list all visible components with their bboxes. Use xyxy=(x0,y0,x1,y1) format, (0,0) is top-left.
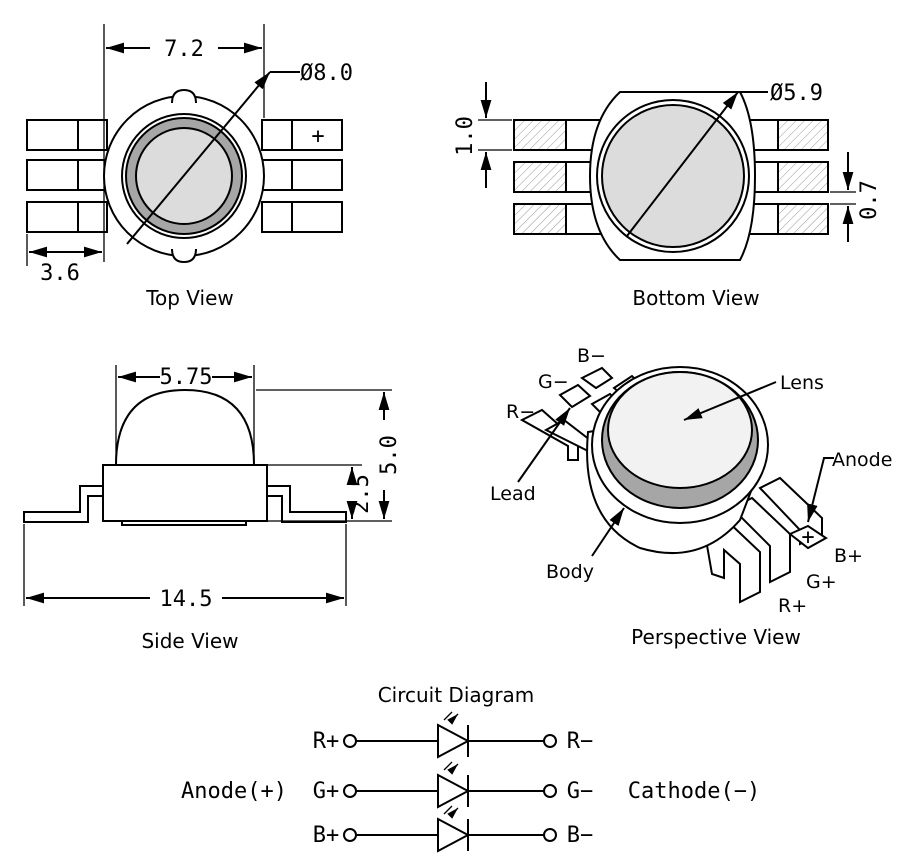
side-view: 5.75 5.0 2.5 14.5 Side View xyxy=(23,365,402,653)
bottom-view-dim-pad-height: 1.0 xyxy=(453,116,478,156)
top-view-leads-left xyxy=(26,119,108,233)
label-body: Body xyxy=(546,561,594,583)
label-g-plus: G+ xyxy=(806,571,837,593)
bottom-view: Ø5.9 1.0 0.7 Bottom View xyxy=(453,81,882,310)
label-lens: Lens xyxy=(780,372,824,394)
circuit-row-g-left: G+ xyxy=(313,779,340,804)
top-view-notch-top xyxy=(171,88,197,104)
bottom-view-dim-diameter: Ø5.9 xyxy=(770,81,823,106)
perspective-lens xyxy=(607,371,753,489)
bottom-view-caption: Bottom View xyxy=(632,286,759,310)
top-view-notch-bottom xyxy=(171,248,197,264)
led-diode-icon xyxy=(437,773,471,809)
side-view-dim-length: 14.5 xyxy=(160,587,213,612)
circuit-row-g: G+ G− xyxy=(313,762,594,809)
label-b-plus: B+ xyxy=(834,545,863,567)
side-view-dim-total-height: 5.0 xyxy=(377,435,402,475)
label-anode: Anode xyxy=(832,449,892,471)
svg-text:+: + xyxy=(801,525,814,550)
circuit-anode-label: Anode(+) xyxy=(181,779,287,804)
top-view-dim-width: 7.2 xyxy=(164,37,204,62)
side-view-dim-body-height: 2.5 xyxy=(349,474,374,514)
label-r-plus: R+ xyxy=(778,595,807,617)
top-view: + Ø8.0 7.2 3.6 Top View xyxy=(26,24,353,310)
side-view-lens xyxy=(114,388,256,466)
circuit-cathode-label: Cathode(−) xyxy=(628,779,760,804)
led-diode-icon xyxy=(437,817,471,853)
circuit-title: Circuit Diagram xyxy=(378,683,535,707)
top-view-dim-diameter: Ø8.0 xyxy=(300,61,353,86)
circuit-row-b-left: B+ xyxy=(313,823,340,848)
label-g-minus: G− xyxy=(538,371,569,393)
circuit-row-r: R+ R− xyxy=(313,712,594,759)
label-r-minus: R− xyxy=(506,401,535,423)
top-view-dim-lead: 3.6 xyxy=(40,261,80,286)
led-diode-icon xyxy=(437,723,471,759)
circuit-diagram: Circuit Diagram Anode(+) Cathode(−) R+ R… xyxy=(181,683,760,853)
circuit-row-r-left: R+ xyxy=(313,729,340,754)
circuit-row-b: B+ B− xyxy=(313,806,594,853)
label-b-minus: B− xyxy=(577,345,606,367)
side-view-caption: Side View xyxy=(141,629,238,653)
circuit-row-g-right: G− xyxy=(567,779,594,804)
perspective-view: + Lens Anode Lead Body B− G− R− B+ G+ R+… xyxy=(490,345,892,649)
perspective-view-caption: Perspective View xyxy=(631,625,801,649)
top-view-leads-right: + xyxy=(261,119,343,233)
perspective-leads-front: + xyxy=(702,476,828,604)
label-lead: Lead xyxy=(490,483,536,505)
side-view-body xyxy=(102,464,268,522)
bottom-view-dim-pad-gap: 0.7 xyxy=(857,180,882,220)
circuit-row-b-right: B− xyxy=(567,823,594,848)
side-view-dim-lens: 5.75 xyxy=(160,365,213,390)
top-view-caption: Top View xyxy=(145,286,234,310)
circuit-row-r-right: R− xyxy=(567,729,594,754)
plus-mark-icon: + xyxy=(311,124,324,149)
